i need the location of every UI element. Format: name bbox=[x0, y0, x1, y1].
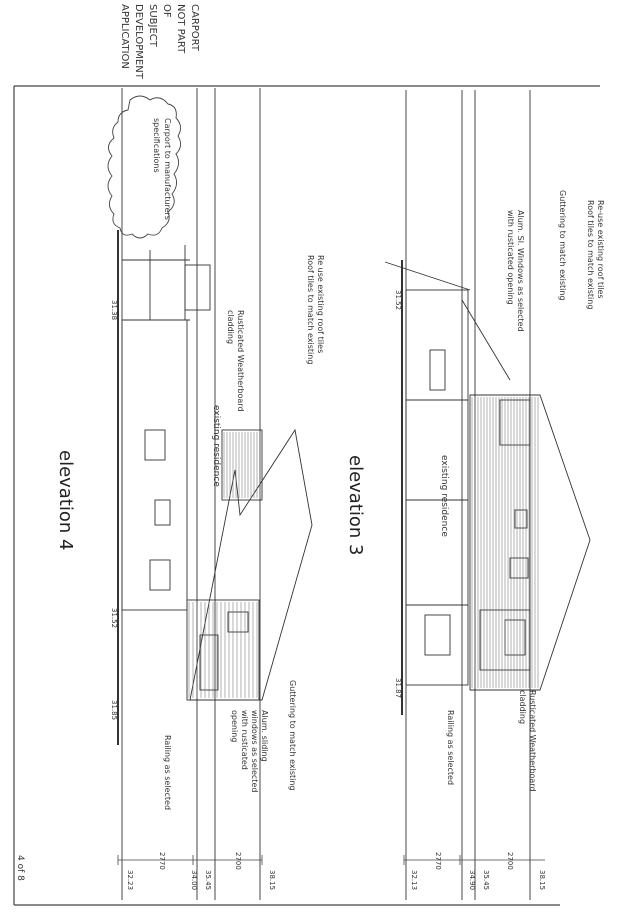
elevation-4-rl: 35.45 bbox=[204, 870, 212, 890]
note-line: Alum. sliding bbox=[260, 710, 269, 762]
elevation-4-level: 31.38 bbox=[110, 300, 118, 320]
note-line: Roof tiles to match existing bbox=[586, 200, 595, 309]
cloud-note-line: specifications bbox=[152, 118, 161, 173]
elevation-3-guttering-note: Guttering to match existing bbox=[558, 190, 567, 301]
elevation-3-cladding-note: Rusticated Weatherboard cladding bbox=[518, 690, 537, 792]
elevation-3-rl: 32.13 bbox=[410, 870, 418, 890]
note-line: Alum. Sl. Windows as selected bbox=[516, 210, 525, 332]
elevation-4-residence-label: existing residence bbox=[211, 405, 221, 487]
elevation-3-title: elevation 3 bbox=[345, 455, 366, 556]
elevation-4-dim: 2700 bbox=[234, 852, 242, 870]
corner-note-line: NOT PART bbox=[175, 4, 186, 54]
corner-note-line: DEVELOPMENT bbox=[133, 4, 144, 80]
elevation-4-windows-note: Alum. sliding windows as selected with r… bbox=[230, 710, 269, 792]
note-line: windows as selected bbox=[250, 710, 259, 792]
page-number: 4 of 8 bbox=[15, 855, 25, 881]
elevation-4-rl: 38.15 bbox=[268, 870, 276, 890]
elevation-3-hatching bbox=[471, 397, 539, 688]
elevation-3-rl: 38.15 bbox=[538, 870, 546, 890]
elevation-4-drawing bbox=[117, 88, 313, 900]
elevation-3-residence-label: existing residence bbox=[439, 455, 449, 537]
elevation-3-rl: 34.90 bbox=[468, 870, 476, 890]
elevation-4-level: 31.85 bbox=[110, 700, 118, 720]
note-line: with rusticated opening bbox=[506, 210, 515, 305]
elevation-3-roof-note: Re-use existing roof tiles Roof tiles to… bbox=[586, 200, 605, 309]
corner-note-line: APPLICATION bbox=[119, 4, 130, 69]
cloud-note: Carport to manufacturers specifications bbox=[152, 118, 172, 220]
elevation-3-level: 31.52 bbox=[394, 290, 402, 310]
elevation-4-hatching bbox=[188, 432, 261, 698]
note-line: cladding bbox=[518, 690, 527, 724]
elevation-3-dim: 2700 bbox=[506, 852, 514, 870]
note-line: Roof tiles to match existing bbox=[306, 255, 315, 364]
corner-note-line: CARPORT bbox=[189, 4, 200, 52]
note-line: Re use existing roof tiles bbox=[316, 255, 325, 353]
note-line: Re-use existing roof tiles bbox=[596, 200, 605, 299]
elevation-4-roof-note: Re use existing roof tiles Roof tiles to… bbox=[306, 255, 325, 364]
elevation-4-title: elevation 4 bbox=[55, 450, 76, 551]
elevation-3-railing-note: Railing as selected bbox=[446, 710, 455, 785]
elevation-4-level: 31.52 bbox=[110, 608, 118, 628]
corner-note-line: SUBJECT bbox=[147, 4, 158, 48]
elevation-3-drawing bbox=[384, 90, 591, 900]
elevation-3-windows-note: Alum. Sl. Windows as selected with rusti… bbox=[506, 210, 525, 332]
dimension-lines bbox=[117, 855, 545, 865]
elevation-4-guttering-note: Guttering to match existing bbox=[288, 680, 297, 791]
elevation-4-rl: 34.00 bbox=[190, 870, 198, 890]
note-line: Rusticated Weatherboard bbox=[528, 690, 537, 792]
note-line: opening bbox=[230, 710, 239, 742]
corner-note: CARPORT NOT PART OF SUBJECT DEVELOPMENT … bbox=[119, 4, 200, 80]
elevation-3-rl: 35.45 bbox=[482, 870, 490, 890]
sheet-border bbox=[13, 85, 600, 906]
elevation-3-dim: 2770 bbox=[434, 852, 442, 870]
note-line: Rusticated Weatherboard bbox=[236, 310, 245, 412]
cloud-note-line: Carport to manufacturers bbox=[163, 118, 172, 220]
note-line: with rusticated bbox=[240, 710, 249, 770]
carport-cloud-outline bbox=[107, 95, 181, 239]
corner-note-line: OF bbox=[161, 4, 172, 18]
elevation-4-railing-note: Railing as selected bbox=[163, 735, 172, 810]
note-line: cladding bbox=[226, 310, 235, 344]
elevation-3-level: 31.87 bbox=[394, 678, 402, 698]
elevation-4-cladding-note: Rusticated Weatherboard cladding bbox=[226, 310, 245, 412]
elevation-4-rl: 32.23 bbox=[126, 870, 134, 890]
elevation-4-dim: 2770 bbox=[158, 852, 166, 870]
